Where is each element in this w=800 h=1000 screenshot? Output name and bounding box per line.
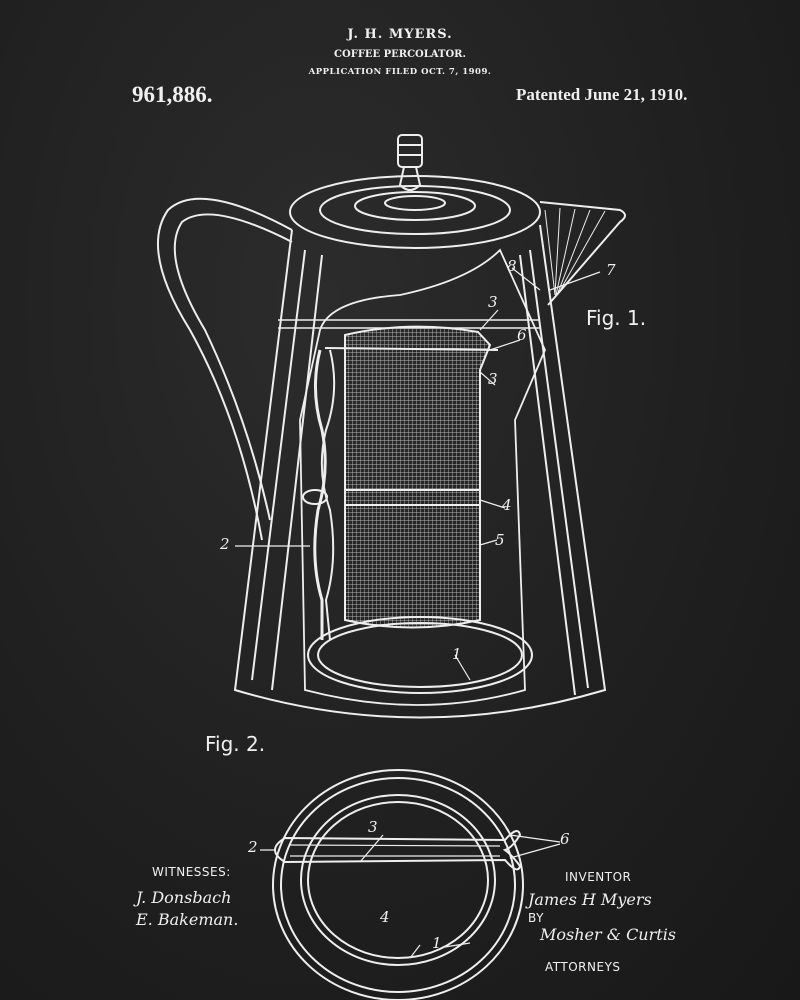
numeral-3-lower: 3	[488, 370, 498, 388]
numeral-6: 6	[517, 326, 527, 344]
numeral-8: 8	[507, 257, 517, 275]
numeral-2: 2	[220, 535, 230, 553]
inventor-signature: James H Myers	[528, 890, 652, 909]
fig2-numeral-1: 1	[432, 934, 442, 952]
numeral-1: 1	[452, 645, 462, 663]
patented-date: Patented June 21, 1910.	[516, 85, 688, 104]
witness-2-signature: E. Bakeman.	[136, 910, 239, 929]
fig2-top-view	[260, 769, 561, 1000]
witness-1-signature: J. Donsbach	[136, 888, 232, 907]
attorneys-label: ATTORNEYS	[545, 960, 621, 974]
numeral-7: 7	[606, 261, 616, 279]
numeral-3-top: 3	[488, 293, 498, 311]
patent-number: 961,886.	[132, 82, 213, 107]
witnesses-label: WITNESSES:	[152, 865, 231, 879]
fig2-numeral-4: 4	[380, 908, 390, 926]
application-filed: APPLICATION FILED OCT. 7, 1909.	[308, 67, 492, 77]
fig1-label: Fig. 1.	[586, 306, 647, 330]
inventor-label: INVENTOR	[565, 870, 632, 884]
fig1-pot	[157, 134, 626, 719]
patent-title: COFFEE PERCOLATOR.	[334, 49, 466, 60]
numeral-4: 4	[502, 496, 512, 514]
fig2-label: Fig. 2.	[205, 732, 266, 756]
fig2-numeral-6: 6	[560, 830, 570, 848]
attorney-signature: Mosher & Curtis	[540, 925, 677, 944]
by-label: BY	[528, 911, 544, 925]
fig2-numeral-3: 3	[368, 818, 378, 836]
numeral-5: 5	[495, 531, 505, 549]
patent-inventor-name: J. H. MYERS.	[347, 27, 453, 42]
fig2-numeral-2: 2	[248, 838, 258, 856]
